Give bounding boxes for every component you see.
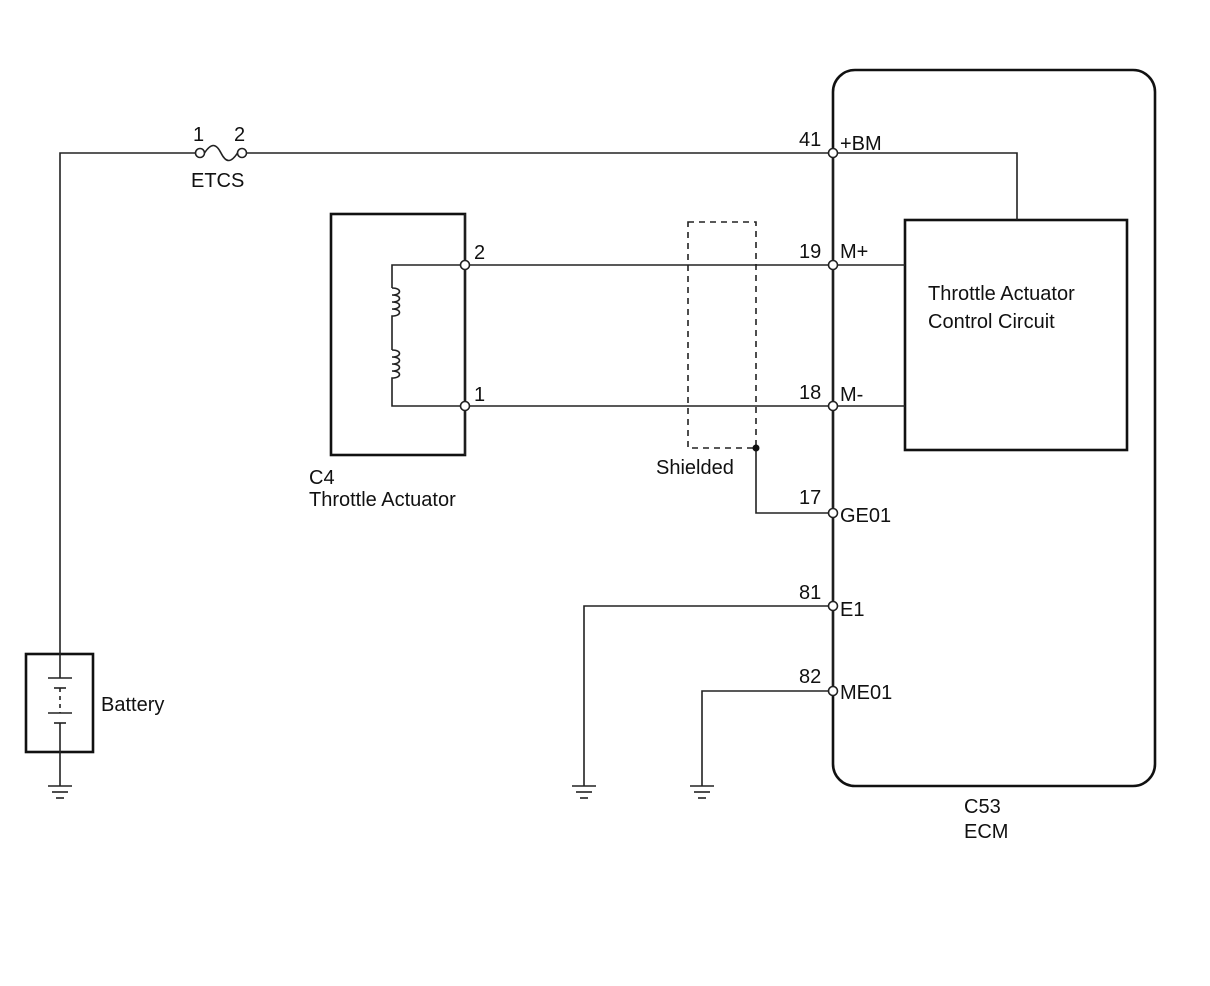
ecm-pin-number: 82 <box>799 666 821 688</box>
ecm-terminal-41: 41 +BM <box>799 129 882 159</box>
me01-ground-icon <box>690 785 714 799</box>
e1-ground-wire <box>583 605 833 786</box>
actuator-pin-2-terminal <box>459 259 471 271</box>
fuse-pin-1: 1 <box>193 124 204 146</box>
actuator-pin-1-label: 1 <box>474 384 485 406</box>
ecm-pin-number: 17 <box>799 487 821 509</box>
bm-to-circuit-wire <box>833 152 1018 220</box>
shield-label: Shielded <box>656 457 734 479</box>
ecm-name-label: ECM <box>964 821 1008 843</box>
ecm-terminal-name: ME01 <box>840 682 892 704</box>
fuse-icon <box>194 144 248 162</box>
ecm-terminal-82: 82 ME01 <box>799 666 892 704</box>
ecm-terminal-name: E1 <box>840 599 864 621</box>
control-circuit-box <box>903 218 1129 452</box>
ecm-pin-number: 18 <box>799 382 821 404</box>
ecm-terminal-19: 19 M+ <box>799 241 868 271</box>
ecm-terminal-17: 17 GE01 <box>799 487 891 527</box>
fuse-label: ETCS <box>191 170 244 192</box>
control-circuit-label-2: Control Circuit <box>928 311 1055 333</box>
shield-box <box>687 221 757 449</box>
actuator-internal-wire <box>391 264 465 407</box>
battery-ground-icon <box>48 785 72 799</box>
actuator-name-label: Throttle Actuator <box>309 489 456 511</box>
throttle-actuator-box <box>329 212 467 457</box>
actuator-pin-1-terminal <box>459 400 471 412</box>
ecm-terminal-name: GE01 <box>840 505 891 527</box>
battery-label: Battery <box>101 694 164 716</box>
actuator-connector-label: C4 <box>309 467 335 489</box>
battery-feed-wire <box>59 152 200 654</box>
ecm-pin-number: 19 <box>799 241 821 263</box>
ecm-terminal-name: +BM <box>840 133 882 155</box>
ecm-terminal-81: 81 E1 <box>799 582 864 621</box>
ecm-terminal-name: M- <box>840 384 863 406</box>
actuator-pin-2-label: 2 <box>474 242 485 264</box>
battery-cell-icon <box>48 654 72 752</box>
ecm-pin-number: 41 <box>799 129 821 151</box>
fuse-pin-2: 2 <box>234 124 245 146</box>
ecm-connector-label: C53 <box>964 796 1001 818</box>
ecm-pin-number: 81 <box>799 582 821 604</box>
control-circuit-label-1: Throttle Actuator <box>928 283 1075 305</box>
ecm-box <box>831 68 1157 788</box>
ecm-terminal-name: M+ <box>840 241 868 263</box>
e1-ground-icon <box>572 785 596 799</box>
shield-drain-wire <box>755 448 833 514</box>
me01-ground-wire <box>701 690 833 786</box>
shield-junction-dot <box>752 444 760 452</box>
motor-coil-icon <box>391 287 401 380</box>
ecm-terminal-18: 18 M- <box>799 382 863 412</box>
